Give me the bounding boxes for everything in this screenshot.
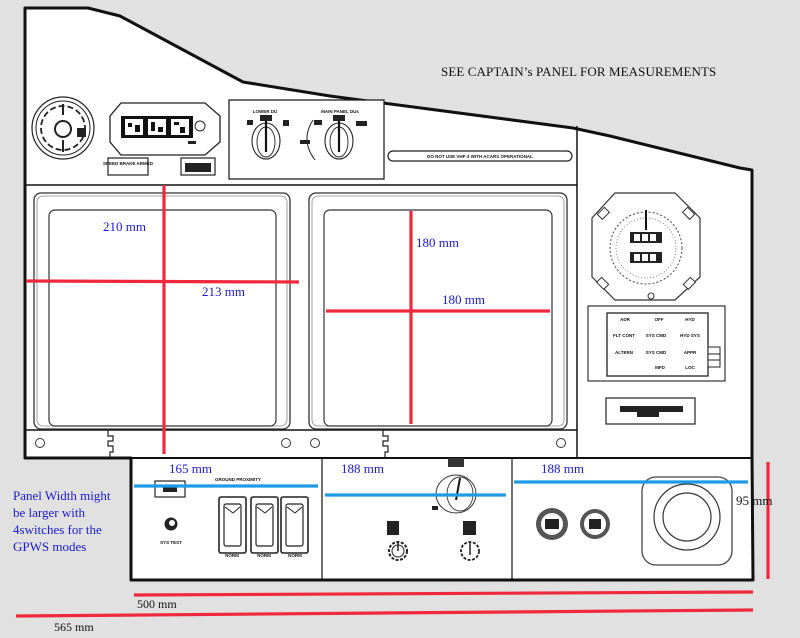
gpws-switch[interactable]: NORM — [218, 496, 247, 558]
svg-text:OFF: OFF — [655, 317, 664, 322]
left-display-height-label: 210 mm — [103, 219, 146, 234]
svg-text:MFD: MFD — [655, 365, 665, 370]
blue-dimension-lines — [134, 480, 748, 497]
red-dimension-lines — [15, 185, 770, 618]
svg-text:GROUND PROXIMITY: GROUND PROXIMITY — [215, 477, 261, 482]
svg-text:LOWER DU: LOWER DU — [253, 109, 278, 114]
sys-test-button[interactable]: SYS TEST — [160, 517, 182, 546]
flight-mode-annunciator — [109, 102, 221, 156]
gpws-width-note: Panel Width might be larger with 4switch… — [13, 488, 111, 554]
screw-row — [35, 438, 566, 448]
center-display-height-label: 180 mm — [416, 235, 459, 250]
latch-icon — [382, 430, 389, 458]
svg-text:SYS CMD: SYS CMD — [646, 350, 667, 355]
clptn-mft-knob[interactable] — [460, 521, 480, 561]
svg-text:SYS TEST: SYS TEST — [160, 540, 182, 545]
stab-trim-placard — [180, 157, 216, 176]
header-note: SEE CAPTAIN’s PANEL FOR MEASUREMENTS — [441, 64, 717, 79]
center-display-width-label: 180 mm — [442, 292, 485, 307]
lower-left-width-label: 165 mm — [169, 461, 212, 476]
cds-mft-knob[interactable] — [387, 521, 408, 561]
svg-text:APPR: APPR — [684, 350, 697, 355]
svg-text:NORM: NORM — [225, 553, 239, 558]
annunciator-panel: ADR OFF HYD FLT CONT SYS CMD HYD SYS ALT… — [587, 305, 726, 382]
clock-icon — [31, 96, 95, 160]
speed-brake-placard: SPEED BRAKE ARMED — [103, 157, 154, 176]
svg-text:ADR: ADR — [620, 317, 630, 322]
round-selector-knob[interactable] — [536, 508, 568, 540]
center-display-unit — [308, 192, 568, 430]
svg-text:DO NOT USE VHF-3 WITH ACARS OP: DO NOT USE VHF-3 WITH ACARS OPERATIONAL — [427, 154, 533, 159]
round-selector-knob[interactable] — [580, 509, 610, 539]
svg-text:NORM: NORM — [257, 553, 271, 558]
left-display-unit — [33, 192, 291, 430]
standby-attitude-indicator — [591, 192, 701, 301]
lower-width-dim — [133, 590, 754, 597]
lower-center-width-label: 188 mm — [341, 461, 384, 476]
lower-right-width-label: 188 mm — [541, 461, 584, 476]
left-display-horizontal-dim — [25, 279, 300, 284]
left-display-width-label: 213 mm — [202, 284, 245, 299]
gpws-switch[interactable]: NORM — [280, 496, 309, 558]
lower-du-selector-knob[interactable] — [247, 115, 289, 160]
svg-text:HYD: HYD — [685, 317, 695, 322]
overall-width-dim — [15, 608, 754, 618]
lower-total-width-label: 500 mm — [137, 597, 177, 611]
latch-icon — [107, 430, 114, 458]
svg-text:NORM: NORM — [288, 553, 302, 558]
svg-text:ALTERN: ALTERN — [615, 350, 633, 355]
svg-text:SPEED BRAKE ARMED: SPEED BRAKE ARMED — [103, 161, 154, 166]
svg-text:HYD SYS: HYD SYS — [680, 333, 700, 338]
overall-width-label: 565 mm — [54, 620, 94, 634]
large-control-knob[interactable] — [641, 476, 733, 566]
svg-text:FLT CONT: FLT CONT — [613, 333, 635, 338]
instrument-panel-placard — [605, 397, 696, 425]
main-panel-du-selector-knob[interactable] — [300, 115, 367, 161]
lower-height-label: 95 mm — [736, 493, 773, 508]
svg-text:MAIN PANEL DUs: MAIN PANEL DUs — [321, 109, 359, 114]
svg-text:LOC: LOC — [685, 365, 695, 370]
gpws-switch[interactable]: NORM — [250, 496, 279, 558]
svg-text:SYS CMD: SYS CMD — [646, 333, 667, 338]
vhf3-warning-placard: DO NOT USE VHF-3 WITH ACARS OPERATIONAL — [387, 150, 573, 162]
